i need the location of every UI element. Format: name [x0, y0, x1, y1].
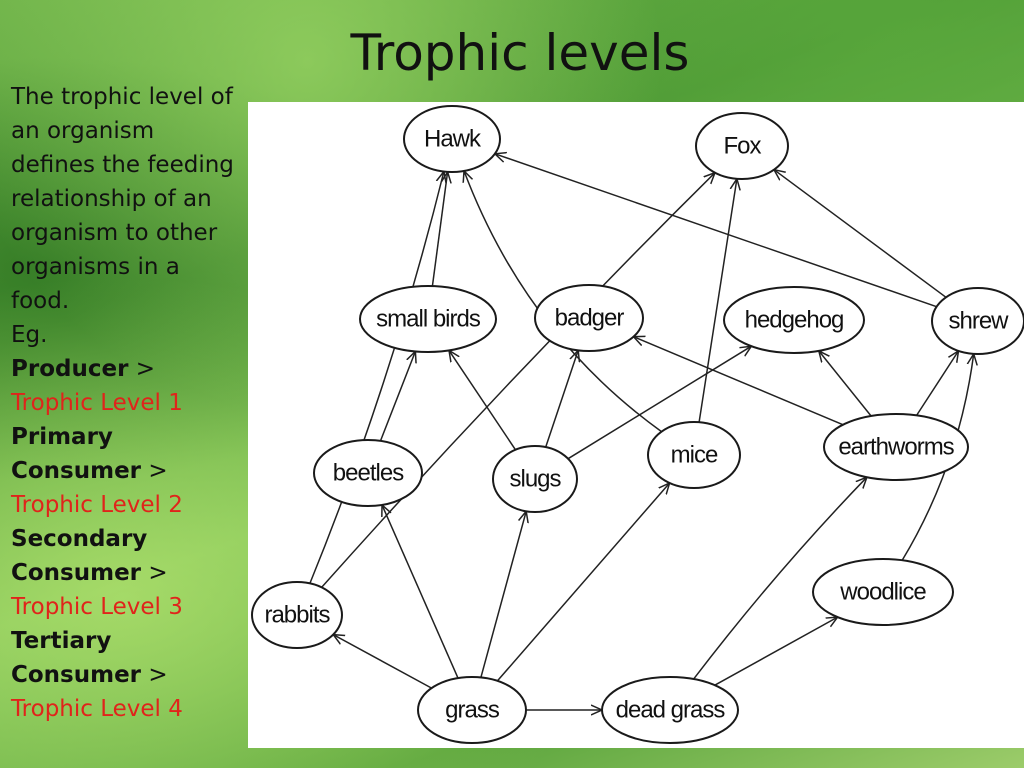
- node-ellipse: [931, 287, 1024, 355]
- arrow-grass-to-beetles: [382, 505, 459, 679]
- node-ellipse: [647, 421, 741, 489]
- node-label: dead grass: [616, 697, 726, 724]
- arrow-dead-grass-to-earthworms: [693, 477, 867, 680]
- level-2-role-name: Primary: [11, 424, 113, 450]
- node-rabbits: rabbits: [251, 581, 343, 649]
- node-label: beetles: [333, 460, 404, 487]
- node-ellipse: [812, 558, 954, 626]
- node-woodlice: woodlice: [812, 558, 954, 626]
- level-4-role-line2: Consumer >: [11, 658, 243, 692]
- node-label: mice: [671, 442, 718, 469]
- level-1-label: Trophic Level 1: [11, 390, 183, 416]
- node-mice: mice: [647, 421, 741, 489]
- level-3-role-line1: Secondary: [11, 522, 243, 556]
- level-4-role-name: Tertiary: [11, 628, 112, 654]
- arrow-earthworms-to-shrew: [915, 351, 959, 416]
- level-1-role-name: Producer: [11, 356, 129, 382]
- arrow-grass-to-mice: [496, 483, 669, 682]
- node-label: shrew: [948, 308, 1009, 335]
- node-ellipse: [601, 676, 739, 744]
- level-1-role: Producer >: [11, 352, 243, 386]
- arrow-earthworms-to-hedgehog: [819, 351, 872, 417]
- level-3-label: Trophic Level 3: [11, 594, 183, 620]
- level-4-role-line1: Tertiary: [11, 624, 243, 658]
- arrow-slugs-to-small-birds: [449, 350, 517, 451]
- node-earthworms: earthworms: [823, 413, 969, 481]
- level-3-role-name-2: Consumer: [11, 560, 142, 586]
- node-label: Fox: [723, 133, 761, 160]
- node-ellipse: [417, 676, 527, 744]
- arrow-shrew-to-fox: [774, 170, 947, 298]
- level-2-role-line2: Consumer >: [11, 454, 243, 488]
- node-label: earthworms: [838, 434, 954, 461]
- level-3-role-name: Secondary: [11, 526, 148, 552]
- node-label: rabbits: [264, 602, 330, 629]
- node-label: woodlice: [839, 579, 926, 606]
- node-small-birds: small birds: [359, 285, 497, 353]
- node-grass: grass: [417, 676, 527, 744]
- arrow-mice-to-fox: [698, 179, 737, 423]
- arrow-dead-grass-to-woodlice: [714, 617, 838, 686]
- node-badger: badger: [534, 284, 644, 352]
- level-2-role-line1: Primary: [11, 420, 243, 454]
- arrow-slugs-to-badger: [544, 350, 579, 448]
- arrow-small-birds-to-hawk: [431, 172, 447, 287]
- explanation-text: The trophic level of an organism defines…: [11, 80, 243, 726]
- node-ellipse: [359, 285, 497, 353]
- node-shrew: shrew: [931, 287, 1024, 355]
- level-4-role-name-2: Consumer: [11, 662, 142, 688]
- node-label: small birds: [376, 306, 481, 333]
- node-dead-grass: dead grass: [601, 676, 739, 744]
- arrow-beetles-to-small-birds: [379, 351, 416, 442]
- arrow-rabbits-to-fox: [321, 173, 715, 588]
- arrow-earthworms-to-badger: [634, 337, 844, 426]
- level-2-role-name-2: Consumer: [11, 458, 142, 484]
- node-label: grass: [445, 697, 500, 724]
- node-layer: Hawk Fox small birds badger hedgehog shrew bee…: [251, 105, 1024, 744]
- food-web-diagram: Hawk Fox small birds badger hedgehog shrew bee…: [248, 102, 1024, 748]
- arrow-grass-to-slugs: [480, 511, 526, 678]
- example-label: Eg.: [11, 322, 48, 348]
- edge-layer: [309, 154, 974, 710]
- intro-paragraph: The trophic level of an organism defines…: [11, 84, 234, 314]
- node-ellipse: [251, 581, 343, 649]
- node-ellipse: [534, 284, 644, 352]
- slide-title: Trophic levels: [350, 24, 690, 82]
- node-fox: Fox: [695, 112, 789, 180]
- node-ellipse: [695, 112, 789, 180]
- level-2-arrow: >: [141, 458, 168, 484]
- arrow-grass-to-rabbits: [333, 635, 432, 689]
- food-web-svg: Hawk Fox small birds badger hedgehog shrew bee…: [251, 105, 1024, 744]
- level-2-label: Trophic Level 2: [11, 492, 183, 518]
- node-ellipse: [492, 445, 578, 513]
- node-label: badger: [555, 305, 625, 332]
- node-slugs: slugs: [492, 445, 578, 513]
- level-1-arrow: >: [128, 356, 156, 382]
- node-ellipse: [723, 286, 865, 354]
- level-3-arrow: >: [141, 560, 168, 586]
- node-hedgehog: hedgehog: [723, 286, 865, 354]
- arrow-rabbits-to-hawk: [309, 172, 444, 584]
- node-ellipse: [313, 439, 423, 507]
- level-3-role-line2: Consumer >: [11, 556, 243, 590]
- node-label: Hawk: [424, 126, 482, 153]
- arrow-slugs-to-hedgehog: [567, 346, 751, 460]
- node-hawk: Hawk: [403, 105, 501, 173]
- node-label: slugs: [509, 466, 561, 493]
- node-label: hedgehog: [745, 307, 844, 334]
- level-4-arrow: >: [141, 662, 168, 688]
- node-ellipse: [403, 105, 501, 173]
- node-beetles: beetles: [313, 439, 423, 507]
- arrow-shrew-to-hawk: [495, 154, 937, 308]
- node-ellipse: [823, 413, 969, 481]
- level-4-label: Trophic Level 4: [11, 696, 183, 722]
